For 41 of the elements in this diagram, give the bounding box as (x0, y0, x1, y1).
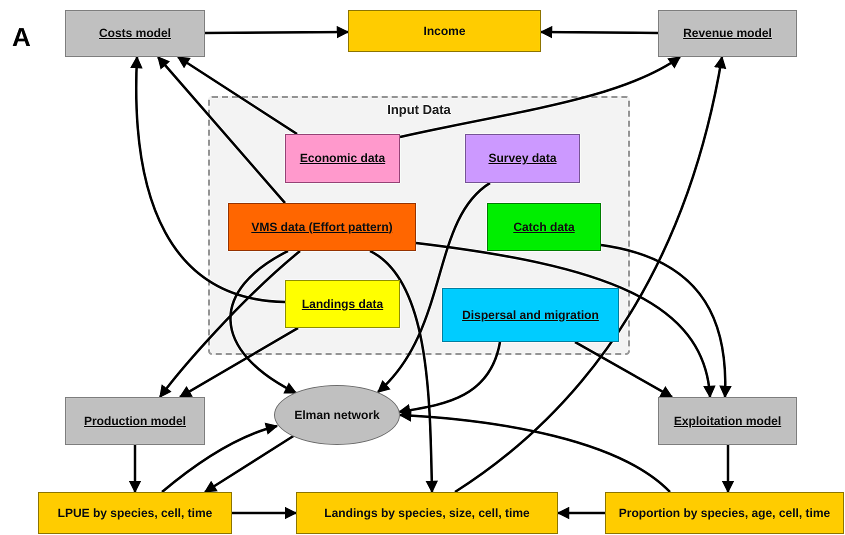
arrow (398, 342, 502, 416)
data-box: Survey data (465, 134, 580, 183)
output-box: Landings by species, size, cell, time (296, 492, 558, 534)
data-box: Catch data (487, 203, 601, 251)
data-box: Landings data (285, 280, 400, 328)
group-title: Input Data (387, 101, 451, 119)
arrow (574, 340, 674, 398)
arrow (416, 242, 715, 398)
model-box: Costs model (65, 10, 205, 57)
arrow (722, 445, 734, 494)
output-box: Income (348, 10, 541, 52)
arrow (178, 326, 299, 398)
arrow (454, 56, 726, 494)
arrow (159, 250, 301, 398)
arrow (176, 56, 298, 136)
data-box: Dispersal and migration (442, 288, 619, 342)
arrow (540, 26, 658, 38)
arrow (204, 434, 296, 494)
arrow (130, 56, 286, 304)
arrow (600, 244, 732, 398)
data-box: Economic data (285, 134, 400, 183)
arrow (229, 250, 298, 394)
output-box: LPUE by species, cell, time (38, 492, 232, 534)
arrow (128, 445, 142, 494)
model-box: Production model (65, 397, 205, 445)
arrow (232, 506, 298, 520)
arrow (556, 506, 605, 520)
model-box: Exploitation model (658, 397, 797, 445)
arrow (369, 250, 438, 494)
output-box: Proportion by species, age, cell, time (605, 492, 844, 534)
panel-letter: A (12, 21, 31, 54)
arrow (161, 422, 278, 493)
arrow (398, 409, 671, 493)
arrow (400, 56, 682, 138)
data-box: VMS data (Effort pattern) (228, 203, 416, 251)
arrow (377, 182, 491, 393)
arrow (157, 56, 286, 204)
arrow (205, 26, 350, 38)
model-box: Revenue model (658, 10, 797, 57)
input-data-group (208, 96, 630, 355)
network-ellipse: Elman network (274, 385, 400, 445)
